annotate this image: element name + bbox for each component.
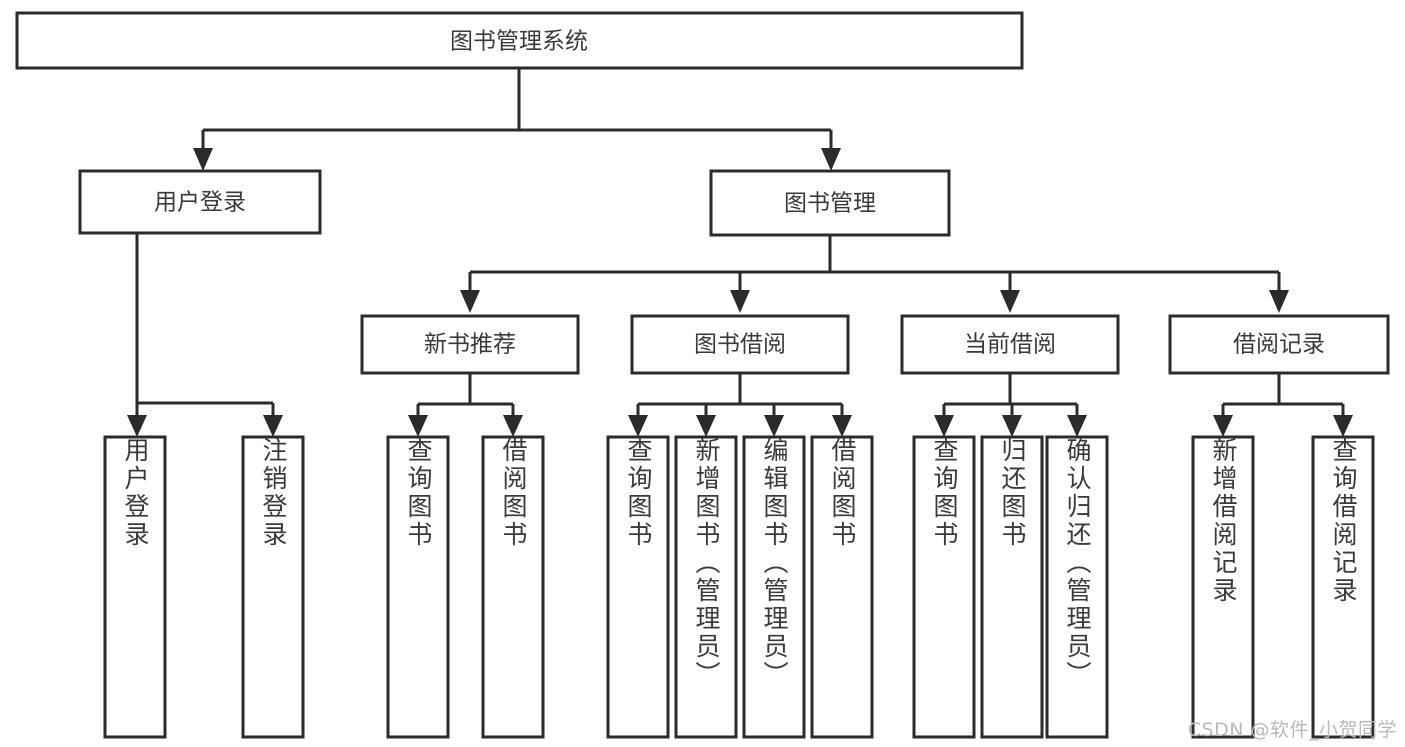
csdn-watermark: CSDN @软件_小贺同学 [1187,719,1397,741]
node-borrow-record-label: 借阅记录 [1233,332,1325,358]
node-book-manage[interactable]: 图书管理 [709,169,951,237]
leaf-box-query-record[interactable] [1311,435,1375,739]
leaf-box-add-record[interactable] [1191,435,1255,739]
connector-bookborrow-to-leaves [628,373,852,437]
node-root-label: 图书管理系统 [450,29,588,55]
leaf-box-edit-book[interactable] [742,435,806,739]
node-root[interactable]: 图书管理系统 [15,11,1024,70]
leaf-box-add-book[interactable] [674,435,738,739]
node-user-login[interactable]: 用户登录 [78,169,322,235]
connector-currentborrow-to-leaves [934,373,1087,437]
leaf-box-query-book-1[interactable] [386,435,450,739]
node-new-book-recommend-label: 新书推荐 [424,332,516,358]
node-current-borrow-label: 当前借阅 [964,332,1056,358]
connector-bookmanage-to-level3 [460,235,1289,313]
leaf-box-query-book-2[interactable] [606,435,670,739]
leaf-box-borrow-book-1[interactable] [481,435,545,739]
node-new-book-recommend[interactable]: 新书推荐 [360,314,580,375]
leaf-box-confirm-return[interactable] [1045,435,1109,739]
leaf-box-return-book[interactable] [980,435,1044,739]
leaf-box-user-login[interactable] [103,435,167,739]
connector-root-to-level2 [193,68,841,171]
node-borrow-record[interactable]: 借阅记录 [1168,314,1390,375]
leaf-box-logout-login[interactable] [241,435,305,739]
leaf-box-query-book-3[interactable] [912,435,976,739]
leaf-boxes [103,435,1375,739]
connector-newbook-to-leaves [408,373,523,437]
node-user-login-label: 用户登录 [154,190,246,216]
node-book-borrow-label: 图书借阅 [694,332,786,358]
node-book-borrow[interactable]: 图书借阅 [630,314,850,375]
connector-borrowrecord-to-leaves [1213,373,1353,437]
leaf-box-borrow-book-2[interactable] [810,435,874,739]
connector-userlogin-to-leaves [127,233,283,437]
node-book-manage-label: 图书管理 [784,191,876,217]
node-current-borrow[interactable]: 当前借阅 [900,314,1120,375]
